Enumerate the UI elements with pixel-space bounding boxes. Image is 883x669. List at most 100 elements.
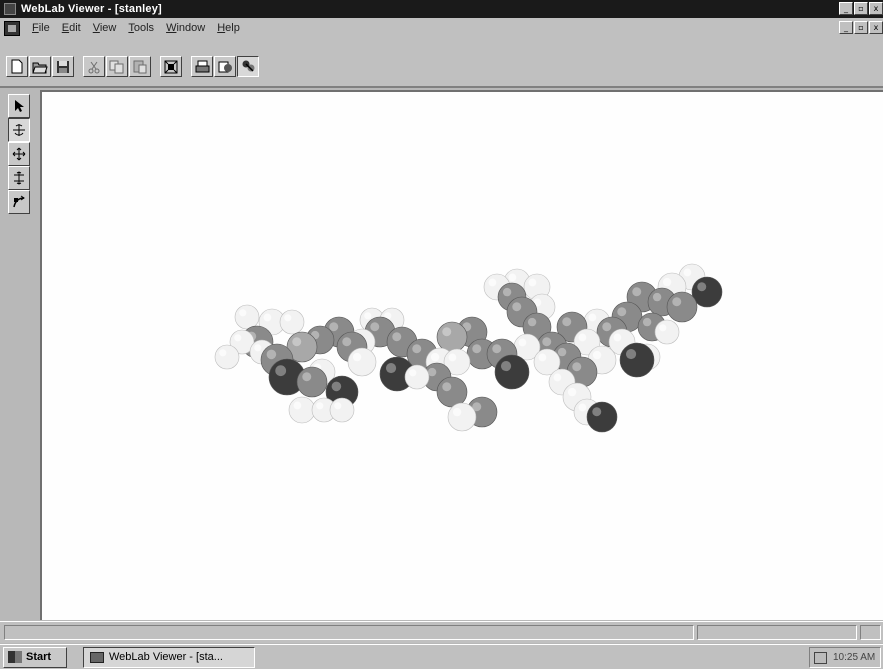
atom-highlight: [588, 313, 597, 322]
menu-window[interactable]: Window: [166, 22, 206, 34]
atom-highlight: [275, 365, 287, 377]
atom[interactable]: [436, 321, 468, 353]
atom-highlight: [557, 347, 567, 357]
atom-highlight: [472, 344, 482, 354]
atom-highlight: [662, 277, 672, 287]
atom[interactable]: [234, 304, 260, 330]
minimize-button[interactable]: _: [839, 2, 853, 15]
atom-highlight: [329, 322, 339, 332]
atom[interactable]: [691, 276, 723, 308]
menu-view[interactable]: View: [92, 22, 117, 34]
copy-button[interactable]: [106, 56, 128, 77]
atom[interactable]: [494, 354, 530, 390]
atom[interactable]: [347, 347, 377, 377]
atom[interactable]: [296, 366, 328, 398]
taskbar: Start WebLab Viewer - [sta... 10:25 AM: [0, 644, 883, 669]
atom[interactable]: [279, 309, 305, 335]
atom-highlight: [578, 333, 587, 342]
document-window-controls: _ ▫ x: [839, 21, 883, 34]
weblab-app-icon: [90, 651, 104, 663]
clock[interactable]: 10:25 AM: [833, 652, 876, 663]
atom-highlight: [508, 273, 517, 282]
atom-highlight: [352, 352, 362, 362]
status-bar: [0, 621, 883, 643]
atom-highlight: [409, 369, 417, 377]
menu-edit[interactable]: Edit: [61, 22, 81, 34]
atom-highlight: [448, 353, 457, 362]
molecule-canvas[interactable]: [40, 90, 883, 620]
atom-highlight: [385, 362, 397, 374]
start-button[interactable]: Start: [3, 646, 67, 668]
open-button[interactable]: [29, 56, 51, 77]
menu-tools[interactable]: Tools: [128, 22, 155, 34]
atom-highlight: [427, 367, 437, 377]
menu-file[interactable]: File: [32, 22, 50, 34]
atom-highlight: [592, 407, 602, 417]
cut-button[interactable]: [83, 56, 105, 77]
atom-highlight: [625, 348, 637, 360]
title-bar[interactable]: WebLab Viewer - [stanley] _ ▫ x: [0, 0, 883, 18]
atom[interactable]: [666, 291, 698, 323]
atom-highlight: [642, 317, 652, 327]
atom[interactable]: [586, 401, 618, 433]
document-icon[interactable]: [4, 20, 20, 36]
save-button[interactable]: [52, 56, 74, 77]
atom[interactable]: [619, 342, 655, 378]
atom-highlight: [538, 353, 547, 362]
atom-highlight: [293, 401, 302, 410]
display-style-button[interactable]: [237, 56, 259, 77]
atom[interactable]: [214, 344, 240, 370]
atom-highlight: [302, 372, 312, 382]
atom-highlight: [533, 298, 542, 307]
atom-highlight: [592, 350, 602, 360]
translate-tool-button[interactable]: [8, 142, 30, 166]
paste-button[interactable]: [129, 56, 151, 77]
doc-restore-button[interactable]: ▫: [854, 21, 868, 34]
atom-highlight: [553, 373, 562, 382]
atom[interactable]: [447, 402, 477, 432]
z-rotate-tool-button[interactable]: [8, 190, 30, 214]
status-panel-grip: [860, 625, 881, 640]
atom-highlight: [412, 344, 422, 354]
new-icon: [11, 59, 23, 74]
atom-highlight: [384, 312, 392, 320]
atom-highlight: [239, 309, 247, 317]
atom-highlight: [502, 287, 512, 297]
select-tool-button[interactable]: [8, 94, 30, 118]
tray-network-icon[interactable]: [814, 651, 827, 664]
doc-minimize-button[interactable]: _: [839, 21, 853, 34]
atom-highlight: [364, 312, 372, 320]
atom[interactable]: [329, 397, 355, 423]
window-controls: _ ▫ x: [839, 2, 883, 15]
atom-highlight: [263, 313, 272, 322]
status-panel-main: [4, 625, 694, 640]
windows-flag-icon: [8, 651, 22, 663]
copy-image-button[interactable]: [214, 56, 236, 77]
cut-icon: [88, 61, 100, 73]
atom-highlight: [572, 362, 582, 372]
atom[interactable]: [436, 376, 468, 408]
taskbar-weblab-button[interactable]: WebLab Viewer - [sta...: [83, 646, 255, 668]
close-button[interactable]: x: [869, 2, 883, 15]
fit-to-window-button[interactable]: [160, 56, 182, 77]
atom[interactable]: [286, 331, 318, 363]
atom-highlight: [442, 327, 452, 337]
atom[interactable]: [654, 319, 680, 345]
atom-highlight: [528, 278, 537, 287]
atom[interactable]: [288, 396, 316, 424]
open-icon: [32, 62, 48, 73]
copy-image-icon: [218, 61, 232, 72]
zoom-tool-button[interactable]: [8, 166, 30, 190]
new-button[interactable]: [6, 56, 28, 77]
print-button[interactable]: [191, 56, 213, 77]
doc-close-button[interactable]: x: [869, 21, 883, 34]
atom-highlight: [617, 307, 627, 317]
atom[interactable]: [404, 364, 430, 390]
menu-help[interactable]: Help: [217, 22, 240, 34]
atom-highlight: [527, 317, 537, 327]
maximize-button[interactable]: ▫: [854, 2, 868, 15]
atom-highlight: [578, 403, 587, 412]
atom-highlight: [316, 402, 324, 410]
rotate-tool-button[interactable]: [8, 118, 30, 142]
app-icon[interactable]: [4, 3, 16, 15]
